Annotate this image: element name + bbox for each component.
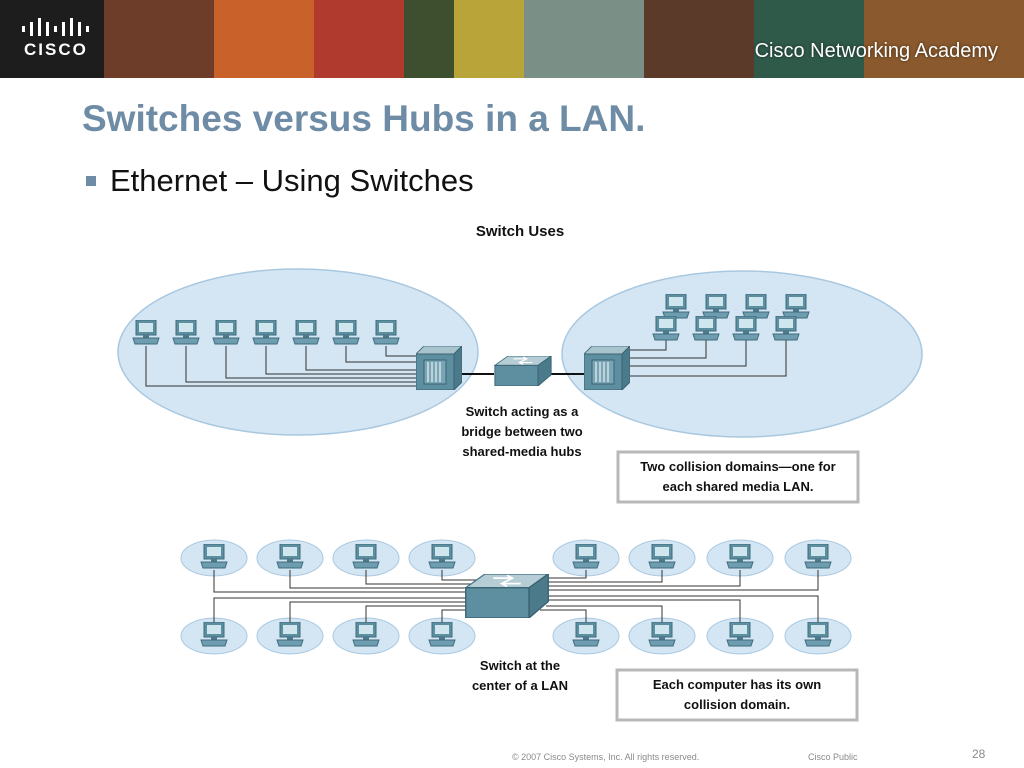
computer-icon [732, 316, 760, 341]
center-caption-line: Switch at the [480, 658, 560, 673]
each-box-line: collision domain. [684, 697, 790, 712]
computer-icon [332, 320, 360, 345]
left-hub-icon [416, 346, 462, 390]
computer-icon [648, 544, 676, 569]
collision-box-line: Two collision domains—one for [640, 459, 836, 474]
computer-icon [200, 622, 228, 647]
slide-title: Switches versus Hubs in a LAN. [82, 98, 646, 139]
bridge-caption-line: Switch acting as a [466, 404, 579, 419]
computer-icon [692, 316, 720, 341]
computer-icon [782, 294, 810, 319]
computer-icon [726, 622, 754, 647]
computer-icon [292, 320, 320, 345]
banner-photo-strip [524, 0, 644, 78]
banner-photo-strip [214, 0, 314, 78]
footer-classification: Cisco Public [808, 752, 858, 762]
banner-photo-strip [754, 0, 864, 78]
computer-icon [276, 622, 304, 647]
computer-icon [648, 622, 676, 647]
computer-icon [212, 320, 240, 345]
right-lan-cables [628, 340, 787, 377]
center-caption-line: center of a LAN [472, 678, 568, 693]
computer-icon [726, 544, 754, 569]
page-number: 28 [972, 747, 986, 761]
banner-photo-strip [404, 0, 454, 78]
collision-domains-box [616, 450, 860, 504]
right-lan-ellipse [561, 270, 923, 438]
left-lan-cables [145, 346, 418, 387]
computer-icon [172, 320, 200, 345]
computer-icon [572, 544, 600, 569]
bullet-text: Ethernet – Using Switches [110, 163, 474, 198]
academy-title: Cisco Networking Academy [754, 40, 998, 62]
computer-icon [428, 544, 456, 569]
cisco-wordmark: CISCO [24, 40, 88, 59]
cisco-logo[interactable]: CISCO [0, 0, 104, 78]
bridge-switch-icon [494, 356, 552, 386]
bottom-lan-cables [213, 570, 819, 624]
diagram-heading: Switch Uses [476, 223, 564, 240]
bullet-item: Ethernet – Using Switches [86, 163, 474, 199]
computer-icon [428, 622, 456, 647]
header-banner: CISCO Cisco Networking Academy [0, 0, 1024, 78]
banner-photo-strip [644, 0, 754, 78]
computer-icon [804, 622, 832, 647]
banner-photo-strip [314, 0, 404, 78]
computer-icon [572, 622, 600, 647]
computer-icon [772, 316, 800, 341]
computer-icon [132, 320, 160, 345]
computer-icon [352, 622, 380, 647]
left-lan-ellipse [117, 268, 479, 436]
computer-icon [804, 544, 832, 569]
computer-icon [276, 544, 304, 569]
central-switch-icon [464, 574, 550, 618]
banner-photo-strip [454, 0, 524, 78]
bridge-caption-line: shared-media hubs [462, 444, 581, 459]
computer-icon [662, 294, 690, 319]
banner-photo-strip [864, 0, 1024, 78]
computer-icon [372, 320, 400, 345]
footer-copyright: © 2007 Cisco Systems, Inc. All rights re… [512, 752, 700, 762]
bullet-square-icon [86, 176, 96, 186]
collision-box-line: each shared media LAN. [663, 479, 814, 494]
computer-icon [652, 316, 680, 341]
each-box-line: Each computer has its own [653, 677, 821, 692]
computer-icon [200, 544, 228, 569]
right-hub-icon [584, 346, 630, 390]
banner-photo-strip [104, 0, 214, 78]
computer-icon [742, 294, 770, 319]
computer-icon [252, 320, 280, 345]
cisco-bridge-icon [22, 18, 89, 36]
computer-icon [702, 294, 730, 319]
own-collision-domain-box [615, 668, 859, 722]
bridge-caption-line: bridge between two [461, 424, 582, 439]
computer-icon [352, 544, 380, 569]
